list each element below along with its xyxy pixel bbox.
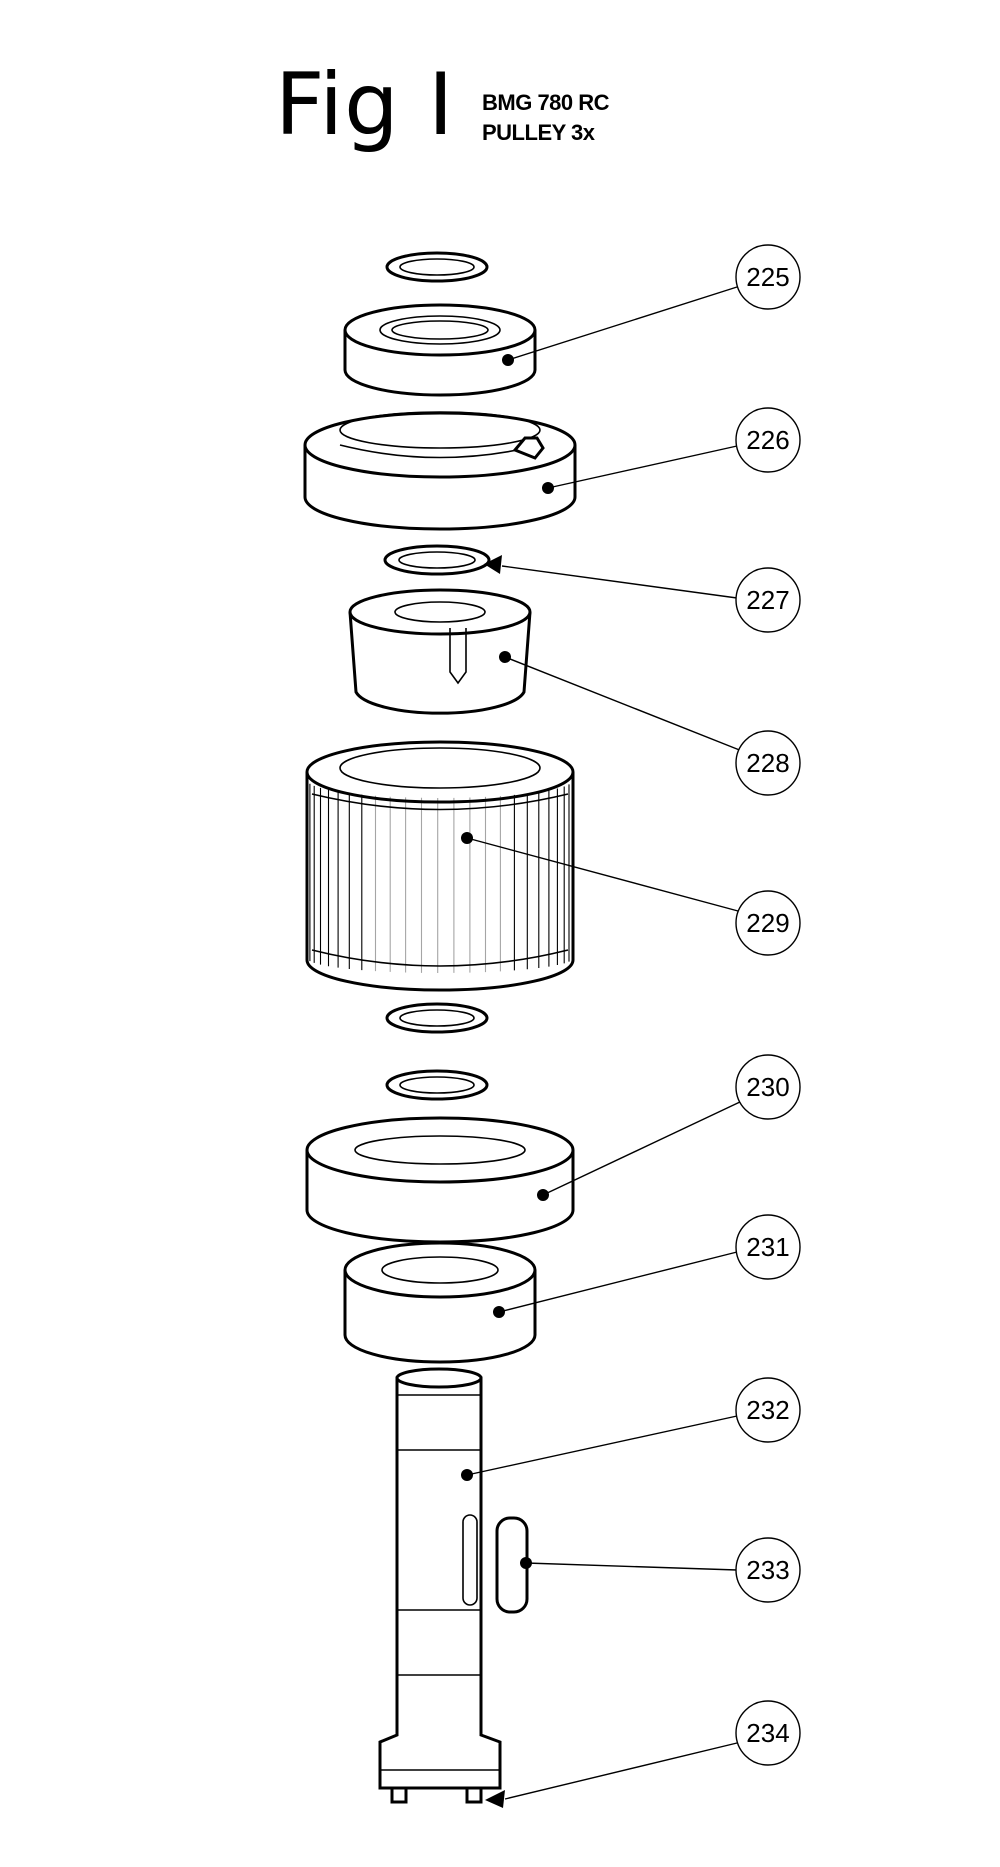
leader-234 [504,1742,738,1800]
callout-label-232: 232 [746,1395,789,1425]
part-234-pointer [485,1790,505,1808]
part-226-flange [303,411,577,531]
leader-230 [542,1100,743,1196]
part-228-hub [348,588,532,715]
figure-title: Fig I [275,55,455,155]
model-label: BMG 780 RC [482,90,610,115]
callout-233: 233 [735,1537,801,1603]
part-225-bearing [343,303,537,397]
callout-label-234: 234 [746,1718,789,1748]
callout-229: 229 [735,890,801,956]
callout-label-230: 230 [746,1072,789,1102]
leader-233 [525,1562,738,1571]
callout-231: 231 [735,1214,801,1280]
leader-226 [547,445,738,489]
lower-ring-1 [385,1002,489,1034]
part-229-pulley [305,740,575,992]
leader-227 [501,565,738,599]
callout-228: 228 [735,730,801,796]
part-227-ring [383,544,502,576]
callout-232: 232 [735,1377,801,1443]
part-231-bearing [343,1241,537,1364]
callout-234: 234 [735,1700,801,1766]
part-233-key [495,1516,532,1614]
figure-subtitle: BMG 780 RC PULLEY 3x [482,88,610,148]
callout-227: 227 [735,567,801,633]
callout-label-226: 226 [746,425,789,455]
callout-230: 230 [735,1054,801,1120]
part-230-housing [305,1116,575,1244]
callout-label-228: 228 [746,748,789,778]
leader-232 [466,1415,738,1476]
leader-225 [507,286,738,361]
retaining-ring-top [385,251,489,283]
part-232-shaft [378,1367,502,1804]
leader-231 [498,1251,738,1313]
leader-228 [504,656,743,752]
callout-label-231: 231 [746,1232,789,1262]
callout-label-227: 227 [746,585,789,615]
callout-label-233: 233 [746,1555,789,1585]
callout-label-229: 229 [746,908,789,938]
callout-225: 225 [735,244,801,310]
callout-226: 226 [735,407,801,473]
leader-229 [466,837,739,912]
callout-label-225: 225 [746,262,789,292]
lower-ring-2 [385,1069,489,1101]
assembly-label: PULLEY 3x [482,120,595,145]
leader-lines [466,286,743,1800]
